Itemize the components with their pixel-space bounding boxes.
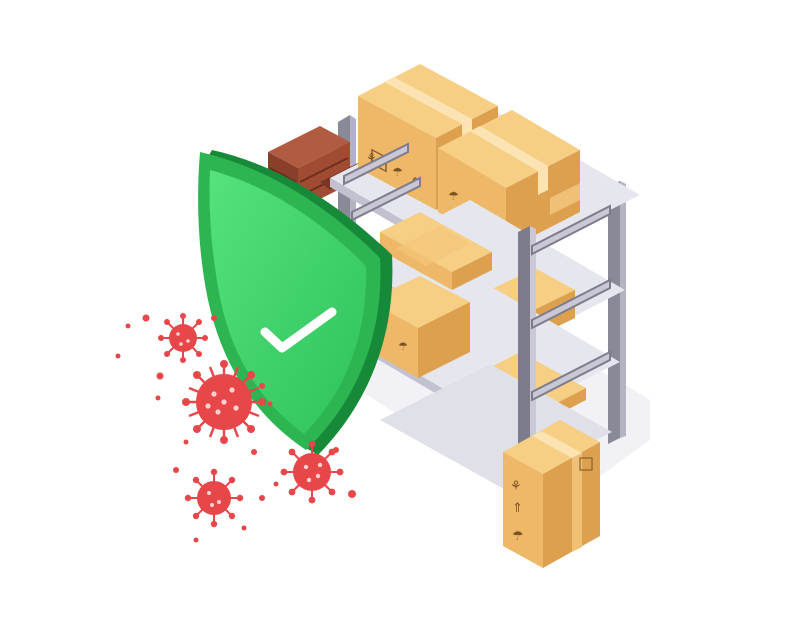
svg-text:☂: ☂: [512, 529, 524, 544]
svg-text:⚘: ⚘: [366, 151, 377, 165]
svg-text:☂: ☂: [448, 189, 459, 203]
svg-text:☂: ☂: [392, 165, 403, 179]
virus-particles: [115, 314, 356, 543]
virus-icon: [184, 468, 244, 528]
virus-icon: [280, 440, 344, 504]
cardboard-box-icon: ⚘ ⇑ ☂: [503, 420, 600, 568]
shield-icon: [198, 150, 393, 455]
virus-icon: [182, 360, 266, 444]
virus-icon: [158, 313, 208, 363]
checkmark-icon: [260, 307, 337, 353]
svg-text:⚘: ⚘: [510, 479, 522, 494]
cardboard-box-icon: ☂ ⚘ ⇑: [438, 110, 580, 250]
svg-text:⇑: ⇑: [512, 501, 523, 516]
svg-text:☂: ☂: [398, 340, 408, 353]
shelving-rack-icon: [343, 142, 611, 454]
